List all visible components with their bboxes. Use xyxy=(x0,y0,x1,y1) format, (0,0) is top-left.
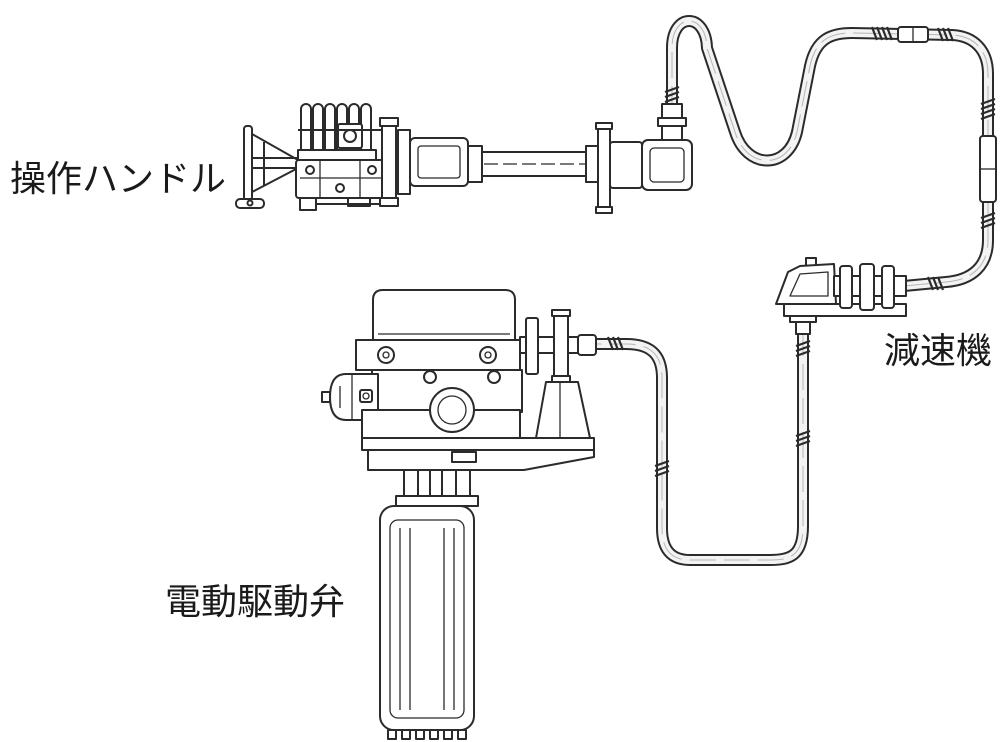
gear-cylinder-inner xyxy=(417,145,461,179)
housing-bolt xyxy=(487,370,501,384)
motor-operated-valve xyxy=(321,289,597,740)
valve-yoke xyxy=(395,469,479,507)
handwheel xyxy=(235,125,299,209)
cable-braid-mark xyxy=(606,336,625,351)
cable-braid-mark xyxy=(980,97,996,121)
coupling-body xyxy=(609,141,643,189)
reducer-bearing xyxy=(881,265,895,309)
handwheel-rim xyxy=(243,125,253,201)
valve-bottom-bolt xyxy=(443,729,453,740)
flange-bolt-head xyxy=(379,117,399,127)
handle-foot xyxy=(299,197,317,211)
housing-bolt xyxy=(423,370,437,384)
reducer-housing-detail xyxy=(789,271,829,297)
cable-braid-mark xyxy=(664,85,680,104)
flange-plate xyxy=(397,129,411,195)
motor-nub xyxy=(321,391,331,403)
handwheel-spokes xyxy=(251,133,299,193)
extension-shaft xyxy=(467,145,599,183)
flexible-cable-upper xyxy=(664,15,997,292)
motor-detail xyxy=(339,374,353,420)
crank-knob xyxy=(246,199,254,207)
valve-bottom-bolt xyxy=(401,729,411,740)
cable-lower-inner xyxy=(592,330,807,564)
motor-terminal-screw xyxy=(362,392,370,400)
cable-braid-mark xyxy=(870,26,894,41)
bolt xyxy=(305,165,315,175)
yoke-post xyxy=(455,469,471,499)
input-coupling xyxy=(519,309,597,439)
input-bearing xyxy=(553,313,569,379)
reducer-housing xyxy=(775,263,837,305)
tie-rods xyxy=(298,129,382,205)
input-flange xyxy=(525,317,539,375)
valve-bottom-bolt xyxy=(415,729,425,740)
valve-body-inner xyxy=(389,519,465,719)
switch-dial xyxy=(343,129,357,143)
angle-gearbox xyxy=(641,103,693,191)
shaft-collar xyxy=(467,145,483,183)
flexible-cable-lower xyxy=(592,330,811,566)
plate-clamp xyxy=(451,451,477,463)
cable-braid-mark xyxy=(926,276,945,291)
coupling-flange xyxy=(597,127,611,209)
coupling-pedestal xyxy=(535,381,591,439)
cable-braid-mark xyxy=(795,339,811,358)
cable-end-fitting xyxy=(577,334,597,356)
angle-gearbox-cover xyxy=(649,147,685,183)
bolt xyxy=(367,165,377,175)
flange-bolt-head xyxy=(595,122,613,130)
motor-operated-valve-label: 電動駆動弁 xyxy=(165,582,346,623)
shaft-end-collar xyxy=(585,145,599,183)
operating-handle-label: 操作ハンドル xyxy=(10,159,227,200)
cable-upper-inner xyxy=(668,17,992,290)
cable-upper-centerline xyxy=(671,20,989,287)
reducer-bearing xyxy=(839,265,853,309)
valve-bottom-bolt xyxy=(387,729,397,740)
handwheel-hub xyxy=(251,157,299,169)
cable-braid-mark xyxy=(654,459,670,478)
cable-lower-outline xyxy=(592,330,809,566)
manual-boss-inner xyxy=(437,395,467,425)
cable-lower-centerline xyxy=(592,330,804,561)
reducer-label: 減速機 xyxy=(884,331,993,372)
flange-bolt-head xyxy=(551,309,571,317)
operating-handle-assembly xyxy=(235,103,469,211)
cable-braid-mark xyxy=(795,429,811,448)
cable-upper-outline xyxy=(666,15,994,292)
cable-braid-mark xyxy=(936,27,955,42)
flange-bolt-head xyxy=(379,197,399,207)
housing-bolt-center xyxy=(484,351,492,359)
cable-braid-mark xyxy=(980,211,996,230)
mounting-plate xyxy=(361,437,595,451)
angle-gearbox-ring xyxy=(657,117,687,127)
flange-plate xyxy=(381,123,397,201)
flange-bolt-head xyxy=(595,206,613,214)
housing-bolt-center xyxy=(382,351,390,359)
mounting-plate-underside xyxy=(367,449,595,471)
handle-body-detail xyxy=(300,160,382,198)
valve-bottom-bolt xyxy=(429,729,439,740)
valve-bottom-bolt xyxy=(457,729,467,740)
valve-body-ribs xyxy=(399,528,455,710)
valve-stem xyxy=(429,469,443,499)
reducer-output-flange xyxy=(789,315,817,323)
flange-coupling xyxy=(595,122,643,214)
yoke-post xyxy=(403,469,419,499)
reducer xyxy=(775,257,907,335)
actuator-cover xyxy=(372,289,516,343)
reducer-bearing xyxy=(859,263,875,311)
valve-body xyxy=(379,505,475,740)
bolt xyxy=(335,183,345,193)
yoke-collar xyxy=(395,495,479,507)
handle-foot xyxy=(347,197,371,207)
